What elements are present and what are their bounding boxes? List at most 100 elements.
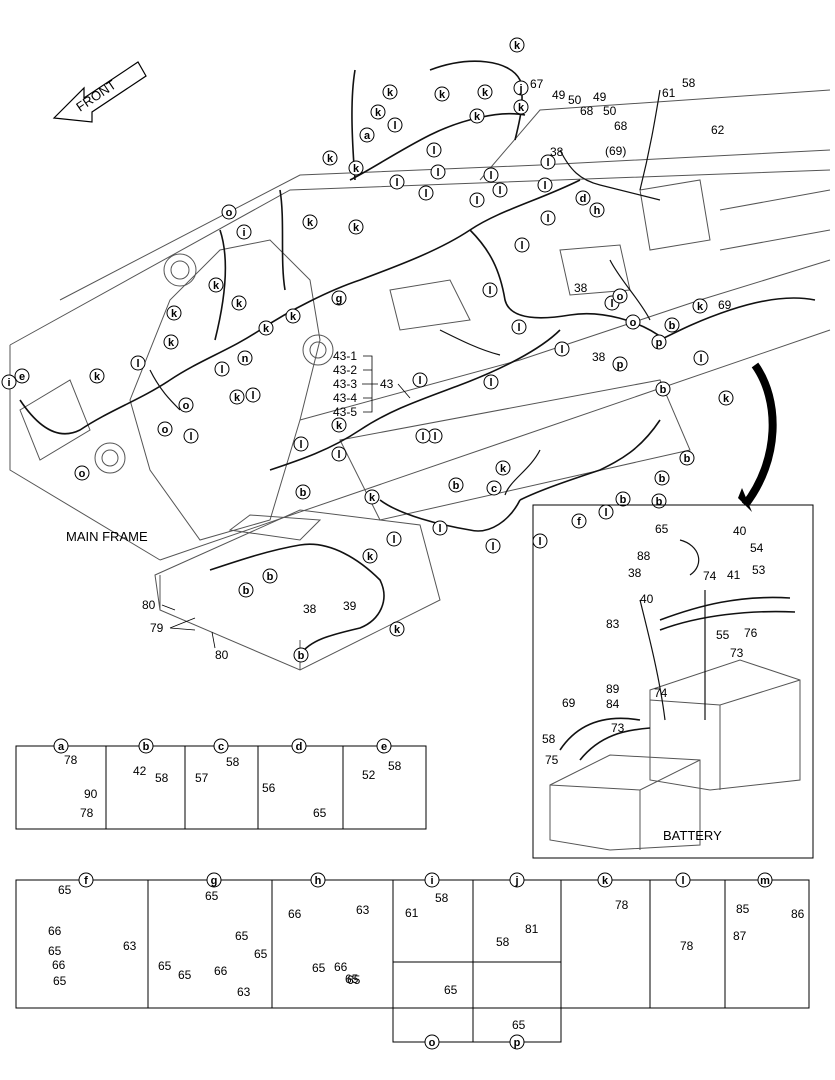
detail-row1-frame [15,745,427,830]
detail-ref-k-26: k [348,219,364,235]
svg-text:k: k [236,298,243,310]
svg-text:g: g [336,293,343,305]
callout-49b: 49 [593,90,607,104]
label-43-2: 43-2 [333,363,357,377]
detail-ref-l-19: l [469,192,485,208]
detail-d-part-0: 56 [262,781,276,795]
svg-text:a: a [58,741,65,753]
detail-ref-k-41: k [89,368,105,384]
detail-e-part-0: 52 [362,768,376,782]
svg-text:i: i [242,227,245,239]
detail-e-part-1: 58 [388,759,402,773]
svg-text:k: k [213,280,220,292]
detail-ref-o-43: o [74,465,90,481]
detail-ref-k-11: k [348,160,364,176]
svg-text:k: k [474,111,481,123]
detail-ref-l-75: l [598,504,614,520]
detail-f-part-0: 65 [58,883,72,897]
detail-ref-l-16: l [483,167,499,183]
svg-text:j: j [518,83,522,95]
detail-ref-b-65: b [655,381,671,397]
detail-ref-b-74: b [651,493,667,509]
callout-38d: 38 [303,602,317,616]
battery-callout-40a: 40 [733,524,747,538]
detail-ref-k-5: k [370,104,386,120]
detail-ref-p-63: p [612,356,628,372]
label-43-5: 43-5 [333,405,357,419]
detail-d-part-1: 65 [313,806,327,820]
battery-callout-40b: 40 [640,592,654,606]
svg-text:l: l [543,180,546,192]
detail-ref-k-34: k [258,320,274,336]
detail-ref-l-51: l [554,341,570,357]
svg-text:p: p [617,359,624,371]
detail-ref-b-73: b [615,491,631,507]
svg-text:o: o [429,1037,436,1049]
detail-label-b: b [138,738,154,754]
detail-ref-i-39: i [1,374,17,390]
svg-text:b: b [300,487,307,499]
svg-text:k: k [94,371,101,383]
detail-g-part-6: 65 [254,947,268,961]
callout-50b: 50 [603,104,617,118]
detail-ref-l-50: l [511,319,527,335]
detail-ref-l-21: l [540,210,556,226]
svg-text:c: c [491,483,497,495]
detail-ref-k-27: k [208,277,224,293]
detail-ref-b-71: b [679,450,695,466]
detail-ref-l-13: l [430,164,446,180]
callout-69-paren: (69) [605,144,626,158]
detail-g-part-1: 65 [235,929,249,943]
svg-text:b: b [659,473,666,485]
detail-ref-k-67: k [692,298,708,314]
svg-text:l: l [488,285,491,297]
battery-callout-55: 55 [716,628,730,642]
battery-callout-75: 75 [545,753,559,767]
detail-p-part-0: 65 [512,1018,526,1032]
detail-ref-k-60: k [362,548,378,564]
svg-text:k: k [518,102,525,114]
svg-text:l: l [491,541,494,553]
svg-text:b: b [684,453,691,465]
svg-text:k: k [353,163,360,175]
svg-text:l: l [136,358,139,370]
detail-ref-d-20: d [575,190,591,206]
detail-ref-k-1: k [382,84,398,100]
label-43-1: 43-1 [333,349,357,363]
svg-text:k: k [171,308,178,320]
detail-ref-l-79: l [386,531,402,547]
detail-ref-l-15: l [418,185,434,201]
detail-ref-b-70: b [238,582,254,598]
svg-text:k: k [723,393,730,405]
svg-text:l: l [433,431,436,443]
svg-text:b: b [669,320,676,332]
svg-text:o: o [226,207,233,219]
battery-callout-74b: 74 [654,686,668,700]
detail-ref-a-7: a [359,127,375,143]
detail-ref-k-9: k [469,108,485,124]
front-arrow: FRONT [52,61,147,123]
callout-80a: 80 [142,598,156,612]
battery-callout-76: 76 [744,626,758,640]
detail-ref-k-32: k [166,305,182,321]
svg-text:b: b [243,585,250,597]
svg-text:l: l [520,240,523,252]
battery-callout-65: 65 [655,522,669,536]
battery-callout-38: 38 [628,566,642,580]
detail-f-part-1: 66 [48,924,62,938]
svg-text:k: k [168,337,175,349]
svg-text:k: k [387,87,394,99]
svg-text:o: o [183,400,190,412]
detail-m-part-2: 87 [733,929,747,943]
callout-68: 68 [580,104,594,118]
detail-h-part-4: 66 [334,960,348,974]
battery-panel: BATTERY 65 40 88 54 38 74 41 53 40 83 55… [532,504,814,859]
svg-text:o: o [617,291,624,303]
svg-text:d: d [296,741,303,753]
detail-label-d: d [291,738,307,754]
detail-ref-l-49: l [482,282,498,298]
svg-text:l: l [699,353,702,365]
callout-39: 39 [343,599,357,613]
svg-text:l: l [538,536,541,548]
svg-text:k: k [439,89,446,101]
